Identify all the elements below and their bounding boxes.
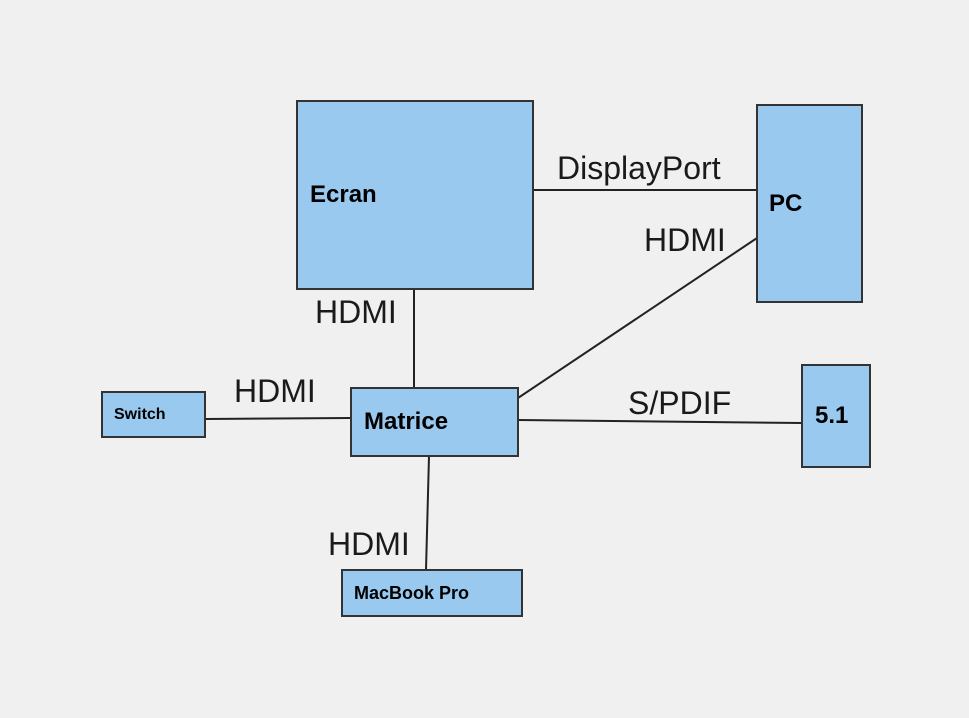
edge-matrice-macbook [425, 455, 430, 571]
node-switch-label: Switch [114, 405, 166, 423]
node-switch: Switch [101, 391, 206, 438]
node-surround: 5.1 [801, 364, 871, 468]
edge-label-switch-matrice: HDMI [234, 373, 316, 409]
node-matrice: Matrice [350, 387, 519, 457]
edge-label-matrice-surround: S/PDIF [628, 385, 732, 421]
node-macbook: MacBook Pro [341, 569, 523, 617]
node-surround-label: 5.1 [815, 402, 849, 429]
node-ecran: Ecran [296, 100, 534, 290]
node-ecran-label: Ecran [310, 181, 377, 208]
edge-label-pc-matrice: HDMI [644, 222, 726, 258]
edge-matrice-surround [517, 419, 803, 424]
edge-label-matrice-macbook: HDMI [328, 526, 410, 562]
node-macbook-label: MacBook Pro [354, 582, 470, 603]
node-pc-label: PC [769, 189, 803, 217]
edge-pc-matrice [517, 237, 758, 399]
edge-label-ecran-pc: DisplayPort [557, 150, 721, 186]
node-matrice-label: Matrice [364, 408, 449, 435]
edge-label-ecran-matrice: HDMI [315, 294, 397, 330]
node-pc: PC [756, 104, 863, 303]
edge-switch-matrice [204, 417, 352, 420]
